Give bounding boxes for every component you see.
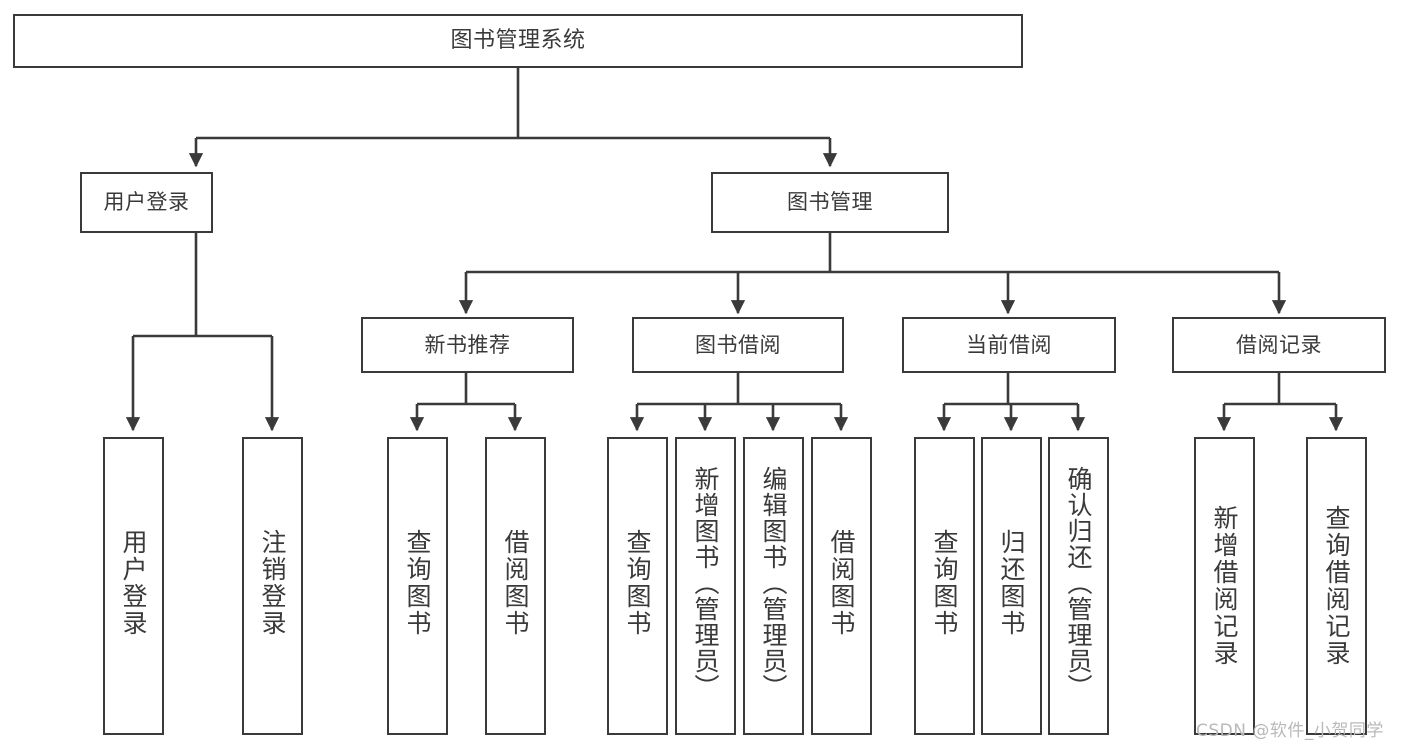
node-label: 借阅记录 — [1236, 332, 1322, 357]
node-label: 图书借阅 — [695, 332, 781, 357]
leaf-new-book-borrow[interactable]: 借阅图书 — [485, 437, 546, 735]
leaf-book-borrow-borrow[interactable]: 借阅图书 — [811, 437, 872, 735]
node-borrow-record[interactable]: 借阅记录 — [1172, 317, 1386, 373]
leaf-user-login-signout[interactable]: 注销登录 — [242, 437, 303, 735]
node-label: 借阅图书 — [827, 529, 856, 637]
node-label: 图书管理系统 — [450, 28, 586, 54]
node-label: 用户登录 — [103, 190, 190, 215]
node-book-management[interactable]: 图书管理 — [711, 172, 949, 233]
leaf-new-book-query[interactable]: 查询图书 — [387, 437, 448, 735]
leaf-book-borrow-edit[interactable]: 编辑图书（管理员） — [743, 437, 804, 735]
node-label: 新书推荐 — [424, 332, 511, 357]
leaf-current-borrow-confirm-return[interactable]: 确认归还（管理员） — [1048, 437, 1109, 735]
node-label: 查询图书 — [930, 529, 959, 637]
node-label: 确认归还（管理员） — [1064, 466, 1093, 700]
node-label: 用户登录 — [119, 529, 148, 637]
node-label: 查询图书 — [623, 529, 652, 637]
leaf-book-borrow-add[interactable]: 新增图书（管理员） — [675, 437, 736, 735]
node-current-borrow[interactable]: 当前借阅 — [902, 317, 1116, 373]
node-label: 编辑图书（管理员） — [759, 466, 788, 700]
node-label: 新增图书（管理员） — [691, 466, 720, 700]
node-label: 归还图书 — [997, 529, 1026, 637]
node-label: 借阅图书 — [501, 529, 530, 637]
node-label: 当前借阅 — [966, 332, 1052, 357]
leaf-current-borrow-query[interactable]: 查询图书 — [914, 437, 975, 735]
node-label: 新增借阅记录 — [1210, 505, 1239, 667]
node-book-borrow[interactable]: 图书借阅 — [632, 317, 844, 373]
node-root-library-system[interactable]: 图书管理系统 — [13, 14, 1023, 68]
node-label: 注销登录 — [258, 529, 287, 637]
leaf-borrow-record-query[interactable]: 查询借阅记录 — [1306, 437, 1367, 735]
node-label: 查询借阅记录 — [1322, 505, 1351, 667]
csdn-watermark: CSDN @软件_小贺同学 — [1196, 721, 1384, 741]
leaf-borrow-record-add[interactable]: 新增借阅记录 — [1194, 437, 1255, 735]
leaf-current-borrow-return[interactable]: 归还图书 — [981, 437, 1042, 735]
node-label: 图书管理 — [787, 190, 873, 215]
node-user-login[interactable]: 用户登录 — [80, 172, 213, 233]
leaf-book-borrow-query[interactable]: 查询图书 — [607, 437, 668, 735]
node-label: 查询图书 — [403, 529, 432, 637]
node-new-book-recommend[interactable]: 新书推荐 — [361, 317, 574, 373]
leaf-user-login-signin[interactable]: 用户登录 — [103, 437, 164, 735]
